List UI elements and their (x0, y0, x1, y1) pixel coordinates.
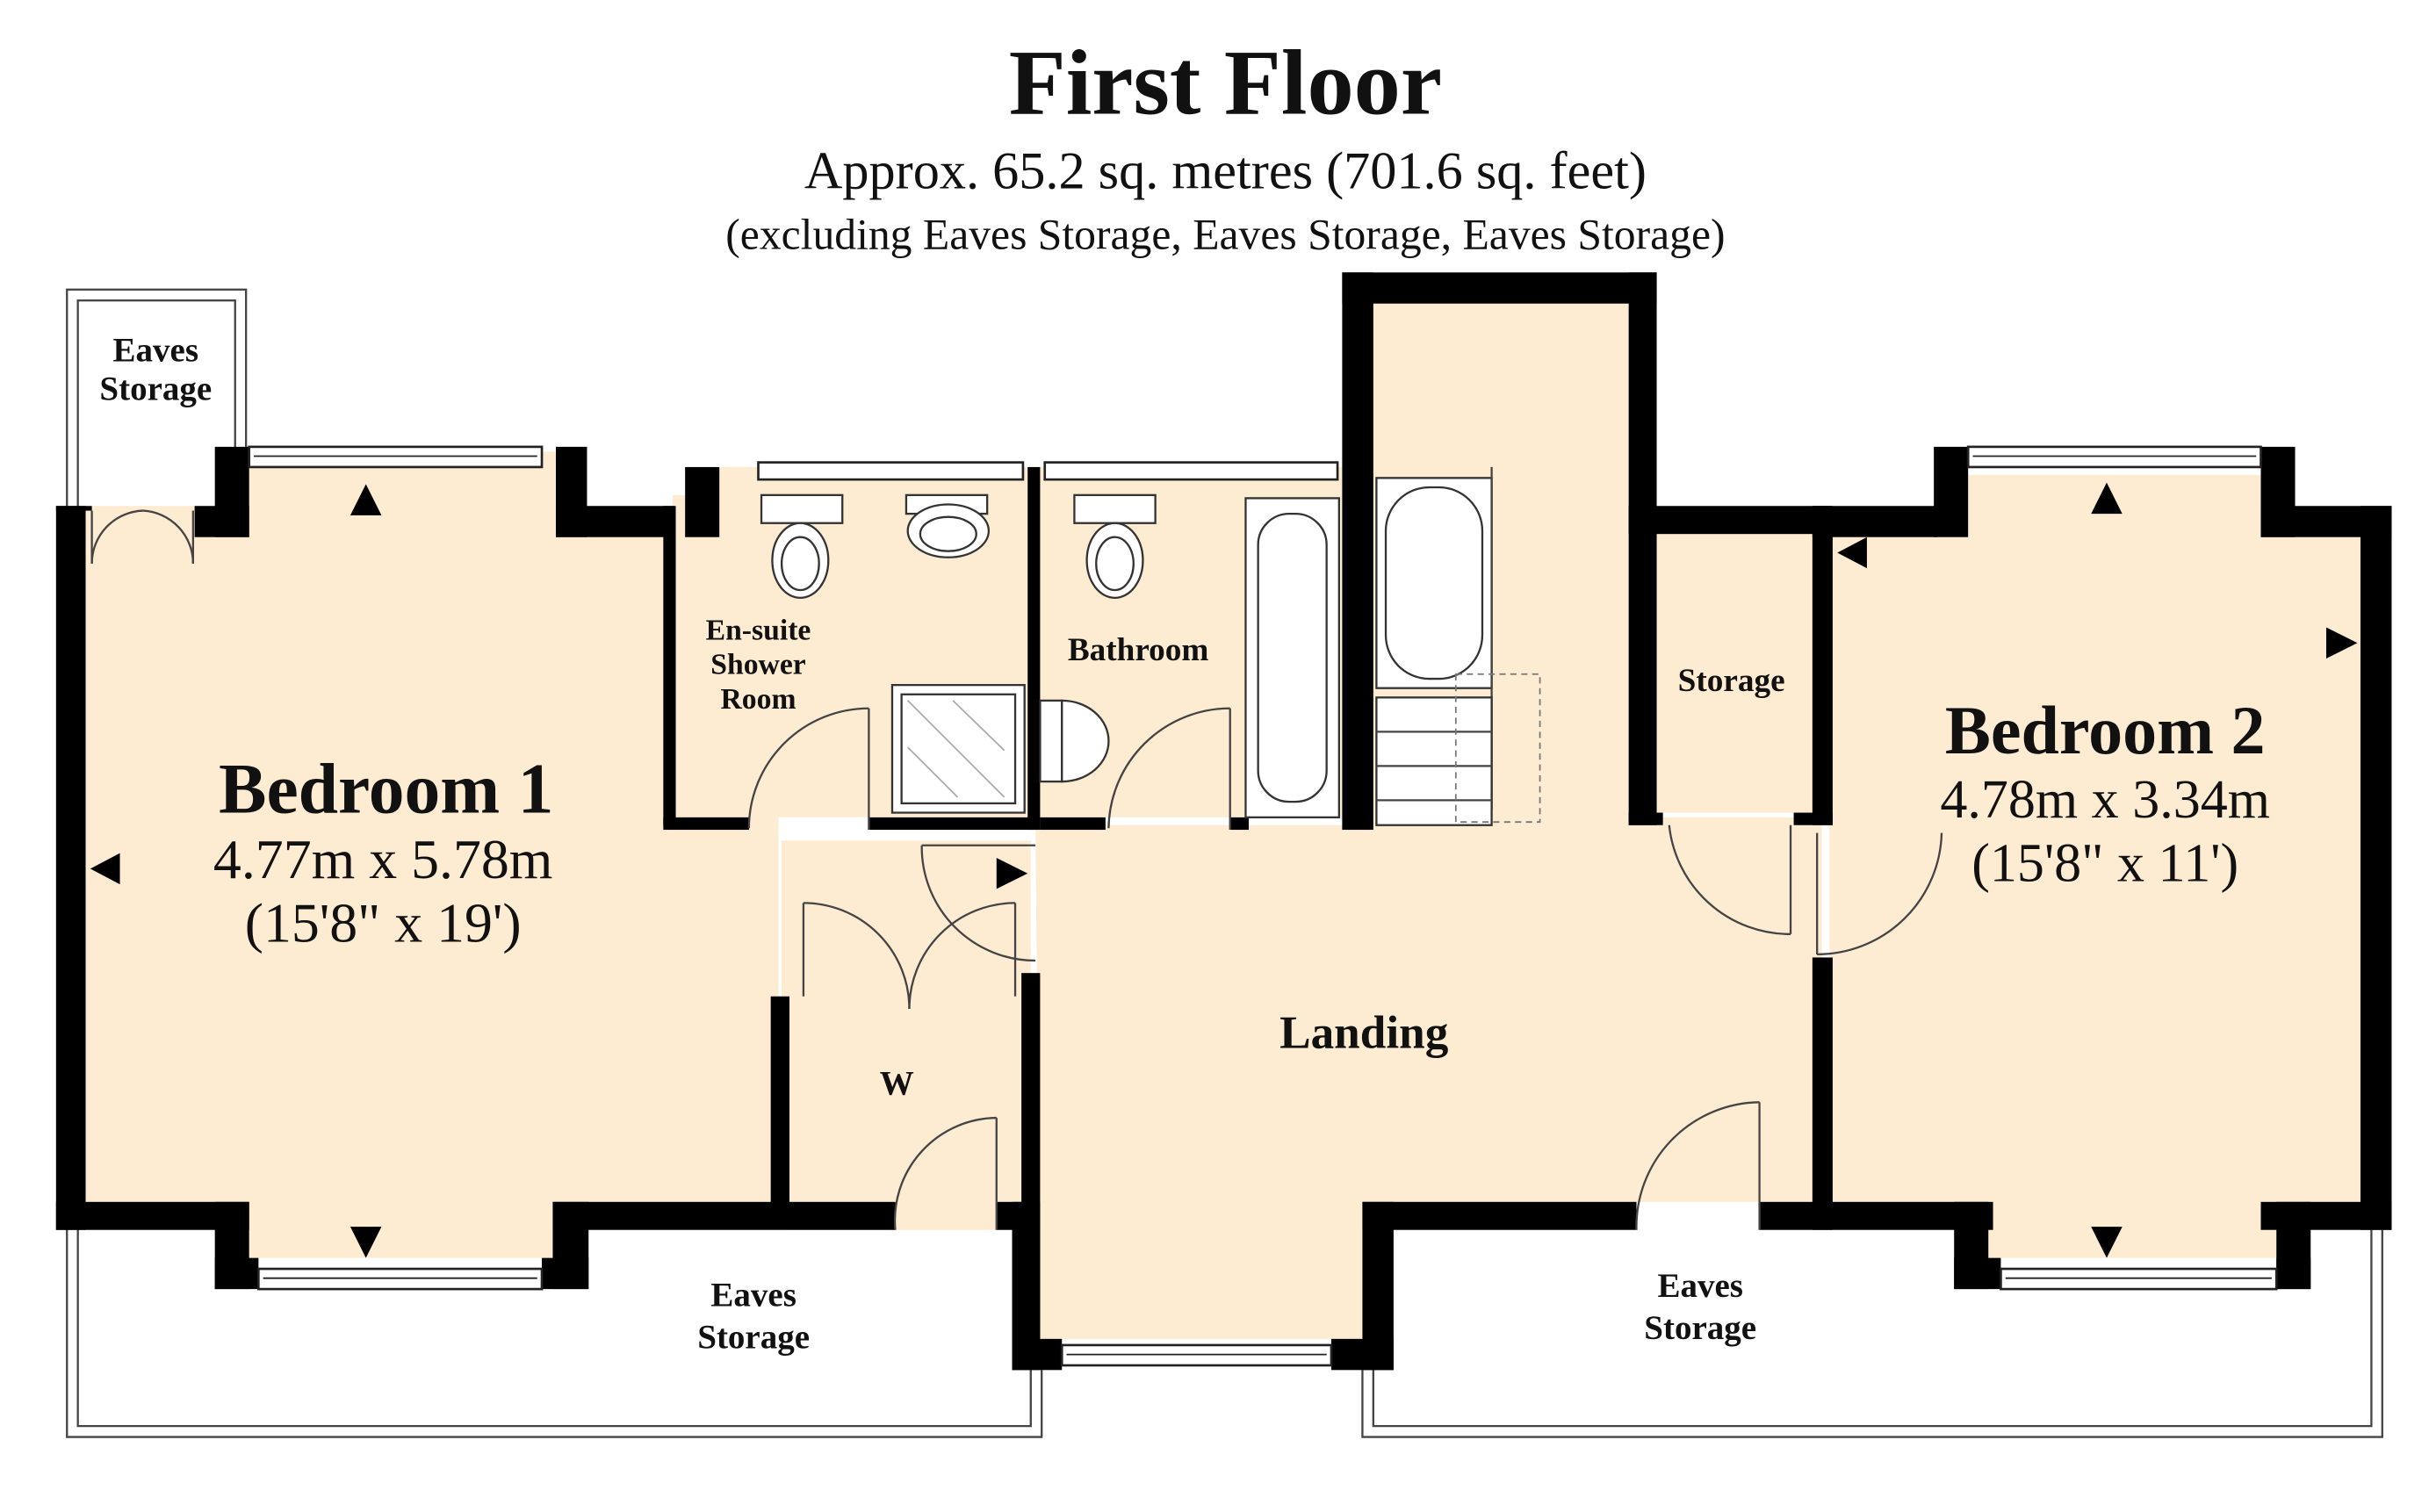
bathroom-basin-icon (1061, 699, 1110, 783)
bedroom1-size-imperial: (15'8" x 19') (245, 892, 522, 954)
eaves-bottom-right-line1: Eaves (1657, 1267, 1743, 1305)
ensuite-toilet-cistern-icon (760, 493, 844, 524)
bedroom2-floor (1829, 474, 2364, 1258)
bedroom1-floor (85, 451, 782, 1258)
eaves-bottom-left-line2: Storage (697, 1318, 810, 1356)
doors (90, 509, 1943, 1230)
floor-area-exclusions: (excluding Eaves Storage, Eaves Storage,… (725, 211, 1725, 259)
storage-label: Storage (1678, 663, 1785, 699)
eaves-top-left-line2: Storage (99, 371, 212, 408)
landing-label: Landing (1279, 1006, 1449, 1058)
arrow-right-icon (996, 857, 1028, 889)
bathroom-label: Bathroom (1068, 632, 1209, 668)
floor-area: Approx. 65.2 sq. metres (701.6 sq. feet) (804, 142, 1647, 201)
walls (55, 272, 2392, 1371)
floor-title: First Floor (1009, 31, 1442, 134)
fixtures (760, 466, 1541, 826)
bedroom1-name: Bedroom 1 (219, 749, 553, 829)
eaves-bottom-left-line1: Eaves (710, 1277, 796, 1314)
eaves-top-left-line1: Eaves (113, 331, 199, 369)
arrow-down-icon (350, 1227, 382, 1258)
eaves-outlines (66, 288, 2383, 1438)
arrow-down-icon (2091, 1227, 2123, 1258)
bedroom2-size-metric: 4.78m x 3.34m (1940, 770, 2270, 830)
bathroom-toilet-cistern-icon (1073, 493, 1157, 524)
room-labels: Eaves Storage Bedroom 1 4.77m x 5.78m (1… (99, 331, 2270, 1356)
bedroom2-name: Bedroom 2 (1945, 692, 2266, 768)
storage-floor (1640, 532, 1814, 813)
wardrobe-label: W (880, 1064, 914, 1102)
arrow-right-icon (2325, 627, 2358, 659)
bedroom1-size-metric: 4.77m x 5.78m (213, 828, 553, 890)
windows (248, 445, 2278, 1367)
direction-markers (90, 482, 2358, 1258)
arrow-left-icon (90, 853, 120, 885)
ensuite-label-line2: Shower (710, 649, 806, 681)
arrow-left-icon (1837, 536, 1867, 569)
ensuite-label-line3: Room (720, 683, 796, 716)
ensuite-label-line1: En-suite (706, 615, 811, 647)
arrow-up-icon (2091, 482, 2123, 515)
stairs-icon (1375, 696, 1493, 826)
eaves-bottom-right-line2: Storage (1644, 1309, 1756, 1347)
bedroom2-size-imperial: (15'8" x 11') (1971, 834, 2238, 894)
arrow-up-icon (350, 484, 382, 515)
